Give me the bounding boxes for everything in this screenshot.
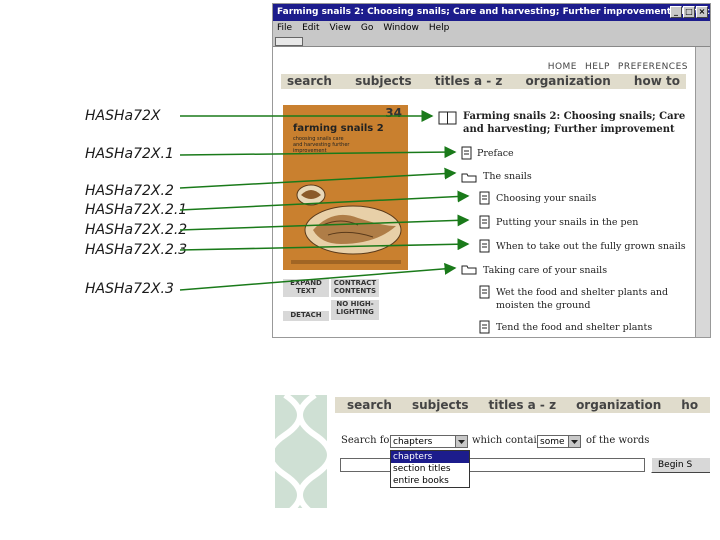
expand-text-button[interactable]: EXPAND TEXT: [283, 279, 329, 297]
page-icon: [479, 320, 490, 334]
page-icon: [461, 146, 472, 160]
nav-subjects[interactable]: subjects: [411, 398, 469, 412]
nav-search[interactable]: search: [287, 74, 332, 88]
label-hasha72x-2-2: HASHa72X.2.2: [85, 222, 188, 238]
nav-subjects[interactable]: subjects: [355, 74, 412, 88]
vertical-scrollbar[interactable]: [695, 47, 710, 337]
detach-button[interactable]: DETACH: [283, 311, 329, 321]
scope-select[interactable]: chapters: [390, 435, 468, 448]
arrow-hasha72x-2-2: [179, 214, 470, 231]
toc-tend-food[interactable]: Tend the food and shelter plants: [496, 322, 653, 333]
snail-illustration: [291, 184, 402, 264]
search-for-label: Search for: [341, 435, 395, 446]
menu-help[interactable]: Help: [428, 23, 450, 33]
menu-view[interactable]: View: [329, 23, 351, 33]
mode-select[interactable]: some: [537, 435, 581, 448]
nav-organization[interactable]: organization: [525, 74, 611, 88]
book-icon: [438, 111, 457, 125]
toolbar-button[interactable]: [275, 37, 303, 46]
toc-preface[interactable]: Preface: [477, 148, 514, 159]
no-highlighting-button[interactable]: NO HIGH- LIGHTING: [331, 300, 379, 320]
menu-bar: File Edit View Go Window Help: [273, 21, 710, 36]
nav-how-to[interactable]: how to: [633, 74, 680, 88]
option-section-titles[interactable]: section titles: [393, 464, 451, 474]
nav-how-to[interactable]: ho: [681, 398, 699, 412]
toc-putting-snails[interactable]: Putting your snails in the pen: [496, 217, 639, 228]
which-contain-label: which contain: [472, 435, 544, 446]
menu-go[interactable]: Go: [360, 23, 374, 33]
toc-when-to-take-out[interactable]: When to take out the fully grown snails: [496, 241, 686, 252]
page-content: HOME HELP PREFERENCES search subjects ti…: [273, 47, 696, 337]
toc-the-snails[interactable]: The snails: [483, 171, 532, 182]
contract-contents-button[interactable]: CONTRACT CONTENTS: [331, 279, 379, 297]
mode-select-value: some: [540, 437, 565, 447]
scope-dropdown-list: chapters section titles entire books: [390, 450, 470, 488]
page-icon: [479, 191, 490, 205]
minimize-icon[interactable]: _: [670, 6, 682, 18]
chevron-down-icon[interactable]: [568, 436, 580, 447]
label-hasha72x-2-3: HASHa72X.2.3: [85, 242, 188, 258]
of-the-words-label: of the words: [586, 435, 650, 446]
arrow-hasha72x-1: [179, 146, 457, 159]
cover-subtitle: choosing snails care and harvesting furt…: [293, 136, 350, 154]
nav-search[interactable]: search: [347, 398, 392, 412]
label-hasha72x-1: HASHa72X.1: [85, 146, 174, 162]
page-icon: [479, 285, 490, 299]
scope-select-value: chapters: [393, 437, 433, 447]
toc-book-title[interactable]: Farming snails 2: Choosing snails; Care …: [463, 111, 686, 135]
nav-titles[interactable]: titles a - z: [434, 74, 503, 88]
home-link[interactable]: HOME: [547, 62, 577, 72]
arrow-hasha72x-3: [179, 262, 457, 291]
arrow-hasha72x-2: [179, 167, 457, 189]
window-controls: _ □ ×: [670, 6, 708, 18]
menu-file[interactable]: File: [277, 23, 293, 33]
arrow-hasha72x-2-1: [179, 190, 470, 211]
toc-choosing-snails[interactable]: Choosing your snails: [496, 193, 597, 204]
help-link[interactable]: HELP: [585, 62, 610, 72]
label-hasha72x-2-1: HASHa72X.2.1: [85, 202, 188, 218]
toc-wet-food[interactable]: Wet the food and shelter plants and mois…: [496, 287, 669, 311]
top-links: HOME HELP PREFERENCES: [548, 62, 688, 72]
toolbar: [273, 36, 710, 47]
toc-taking-care[interactable]: Taking care of your snails: [483, 265, 608, 276]
folder-icon: [461, 265, 477, 275]
search-input[interactable]: [340, 458, 645, 472]
preferences-link[interactable]: PREFERENCES: [617, 62, 688, 72]
search-nav-bar: search subjects titles a - z organizatio…: [335, 397, 710, 413]
label-hasha72x-3: HASHa72X.3: [85, 281, 174, 297]
nav-organization[interactable]: organization: [576, 398, 662, 412]
chevron-down-icon[interactable]: [455, 436, 467, 447]
nav-titles[interactable]: titles a - z: [488, 398, 557, 412]
nav-bar: search subjects titles a - z organizatio…: [281, 74, 686, 89]
menu-window[interactable]: Window: [383, 23, 419, 33]
window-title: Farming snails 2: Choosing snails; Care …: [273, 4, 710, 21]
label-hasha72x: HASHa72X: [85, 108, 161, 124]
option-chapters[interactable]: chapters: [391, 451, 469, 463]
begin-search-button[interactable]: Begin S: [651, 457, 710, 473]
close-icon[interactable]: ×: [696, 6, 708, 18]
folder-icon: [461, 173, 477, 183]
label-hasha72x-2: HASHa72X.2: [85, 183, 174, 199]
arrow-hasha72x-2-3: [179, 238, 470, 251]
option-entire-books[interactable]: entire books: [393, 476, 449, 486]
search-panel: search subjects titles a - z organizatio…: [275, 395, 710, 508]
cover-title: farming snails 2: [293, 123, 384, 134]
book-cover[interactable]: 34 farming snails 2 choosing snails care…: [283, 105, 408, 270]
browser-window: Farming snails 2: Choosing snails; Care …: [272, 3, 711, 338]
page-icon: [479, 215, 490, 229]
decorative-pattern: [275, 395, 333, 508]
maximize-icon[interactable]: □: [683, 6, 695, 18]
page-icon: [479, 239, 490, 253]
menu-edit[interactable]: Edit: [302, 23, 320, 33]
